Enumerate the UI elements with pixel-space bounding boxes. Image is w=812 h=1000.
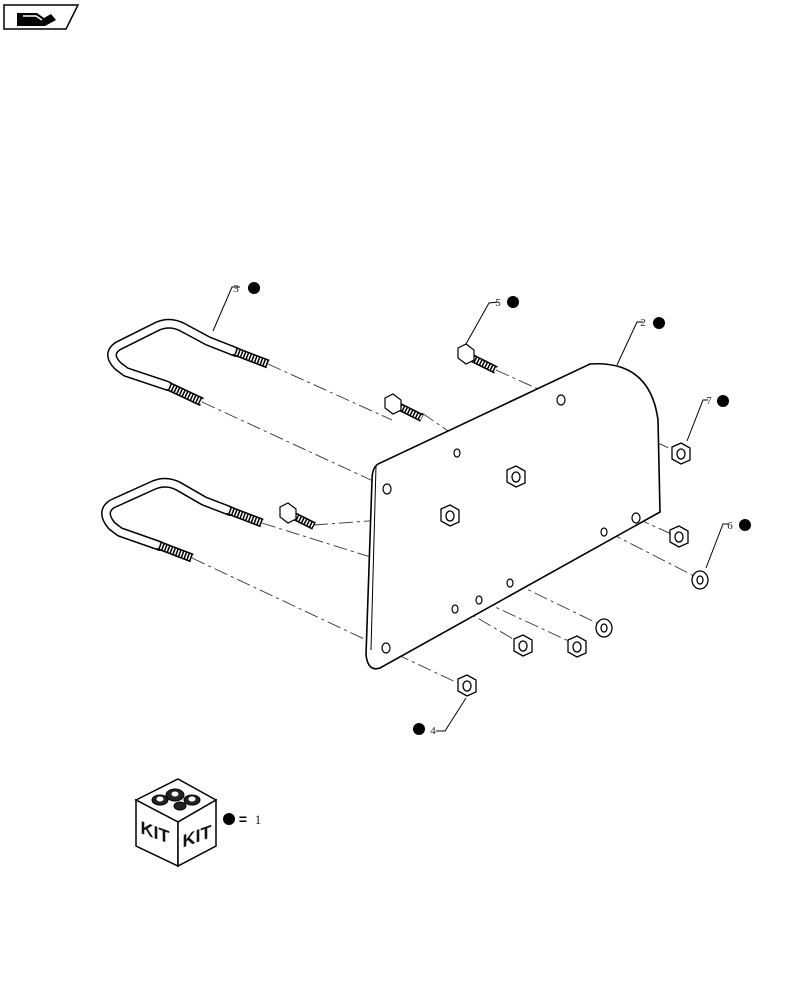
hex-nut [671, 442, 691, 465]
hex-nut [440, 504, 460, 527]
legend-quantity: 1 [255, 812, 262, 827]
callout-nut-right: 7 [686, 395, 729, 442]
hex-nut [669, 525, 689, 548]
kit-marker-dot [413, 723, 425, 735]
kit-legend: = 1 [223, 811, 261, 827]
callout-bolt-label: 5 [495, 297, 501, 309]
back-arrow-icon [17, 13, 56, 26]
callout-washer-label: 6 [727, 520, 733, 532]
kit-marker-dot [717, 395, 729, 407]
mounting-plate [365, 363, 661, 670]
hex-nut [506, 465, 526, 488]
callout-plate: 2 [616, 317, 665, 366]
kit-marker-dot [248, 282, 260, 294]
back-navigation-button[interactable] [3, 4, 80, 30]
callout-u-bolt-label: 3 [233, 283, 239, 295]
u-bolt-upper [107, 318, 270, 407]
legend-equals: = [239, 811, 247, 827]
hex-bolt-lower [279, 502, 316, 530]
kit-marker-dot [507, 296, 519, 308]
kit-marker-dot [223, 813, 235, 825]
callout-nut-bottom: 4 [413, 697, 467, 737]
hex-bolt-middle [384, 393, 424, 422]
kit-icon: KIT KIT [134, 778, 218, 868]
callout-nut-bottom-label: 4 [430, 725, 436, 737]
callout-nut-right-label: 7 [706, 395, 712, 407]
hex-nut [513, 634, 533, 657]
flat-washer [691, 570, 709, 590]
u-bolt-lower [101, 477, 264, 563]
callout-u-bolt: 3 [212, 282, 260, 332]
flat-washer [595, 618, 613, 638]
callout-washer: 6 [705, 519, 751, 569]
kit-marker-dot [739, 519, 751, 531]
hex-bolt-top [457, 343, 498, 374]
kit-marker-dot [653, 317, 665, 329]
hex-nut [457, 674, 477, 697]
callout-bolt: 5 [465, 296, 519, 345]
callout-plate-label: 2 [640, 317, 646, 329]
hex-nut [567, 635, 587, 658]
